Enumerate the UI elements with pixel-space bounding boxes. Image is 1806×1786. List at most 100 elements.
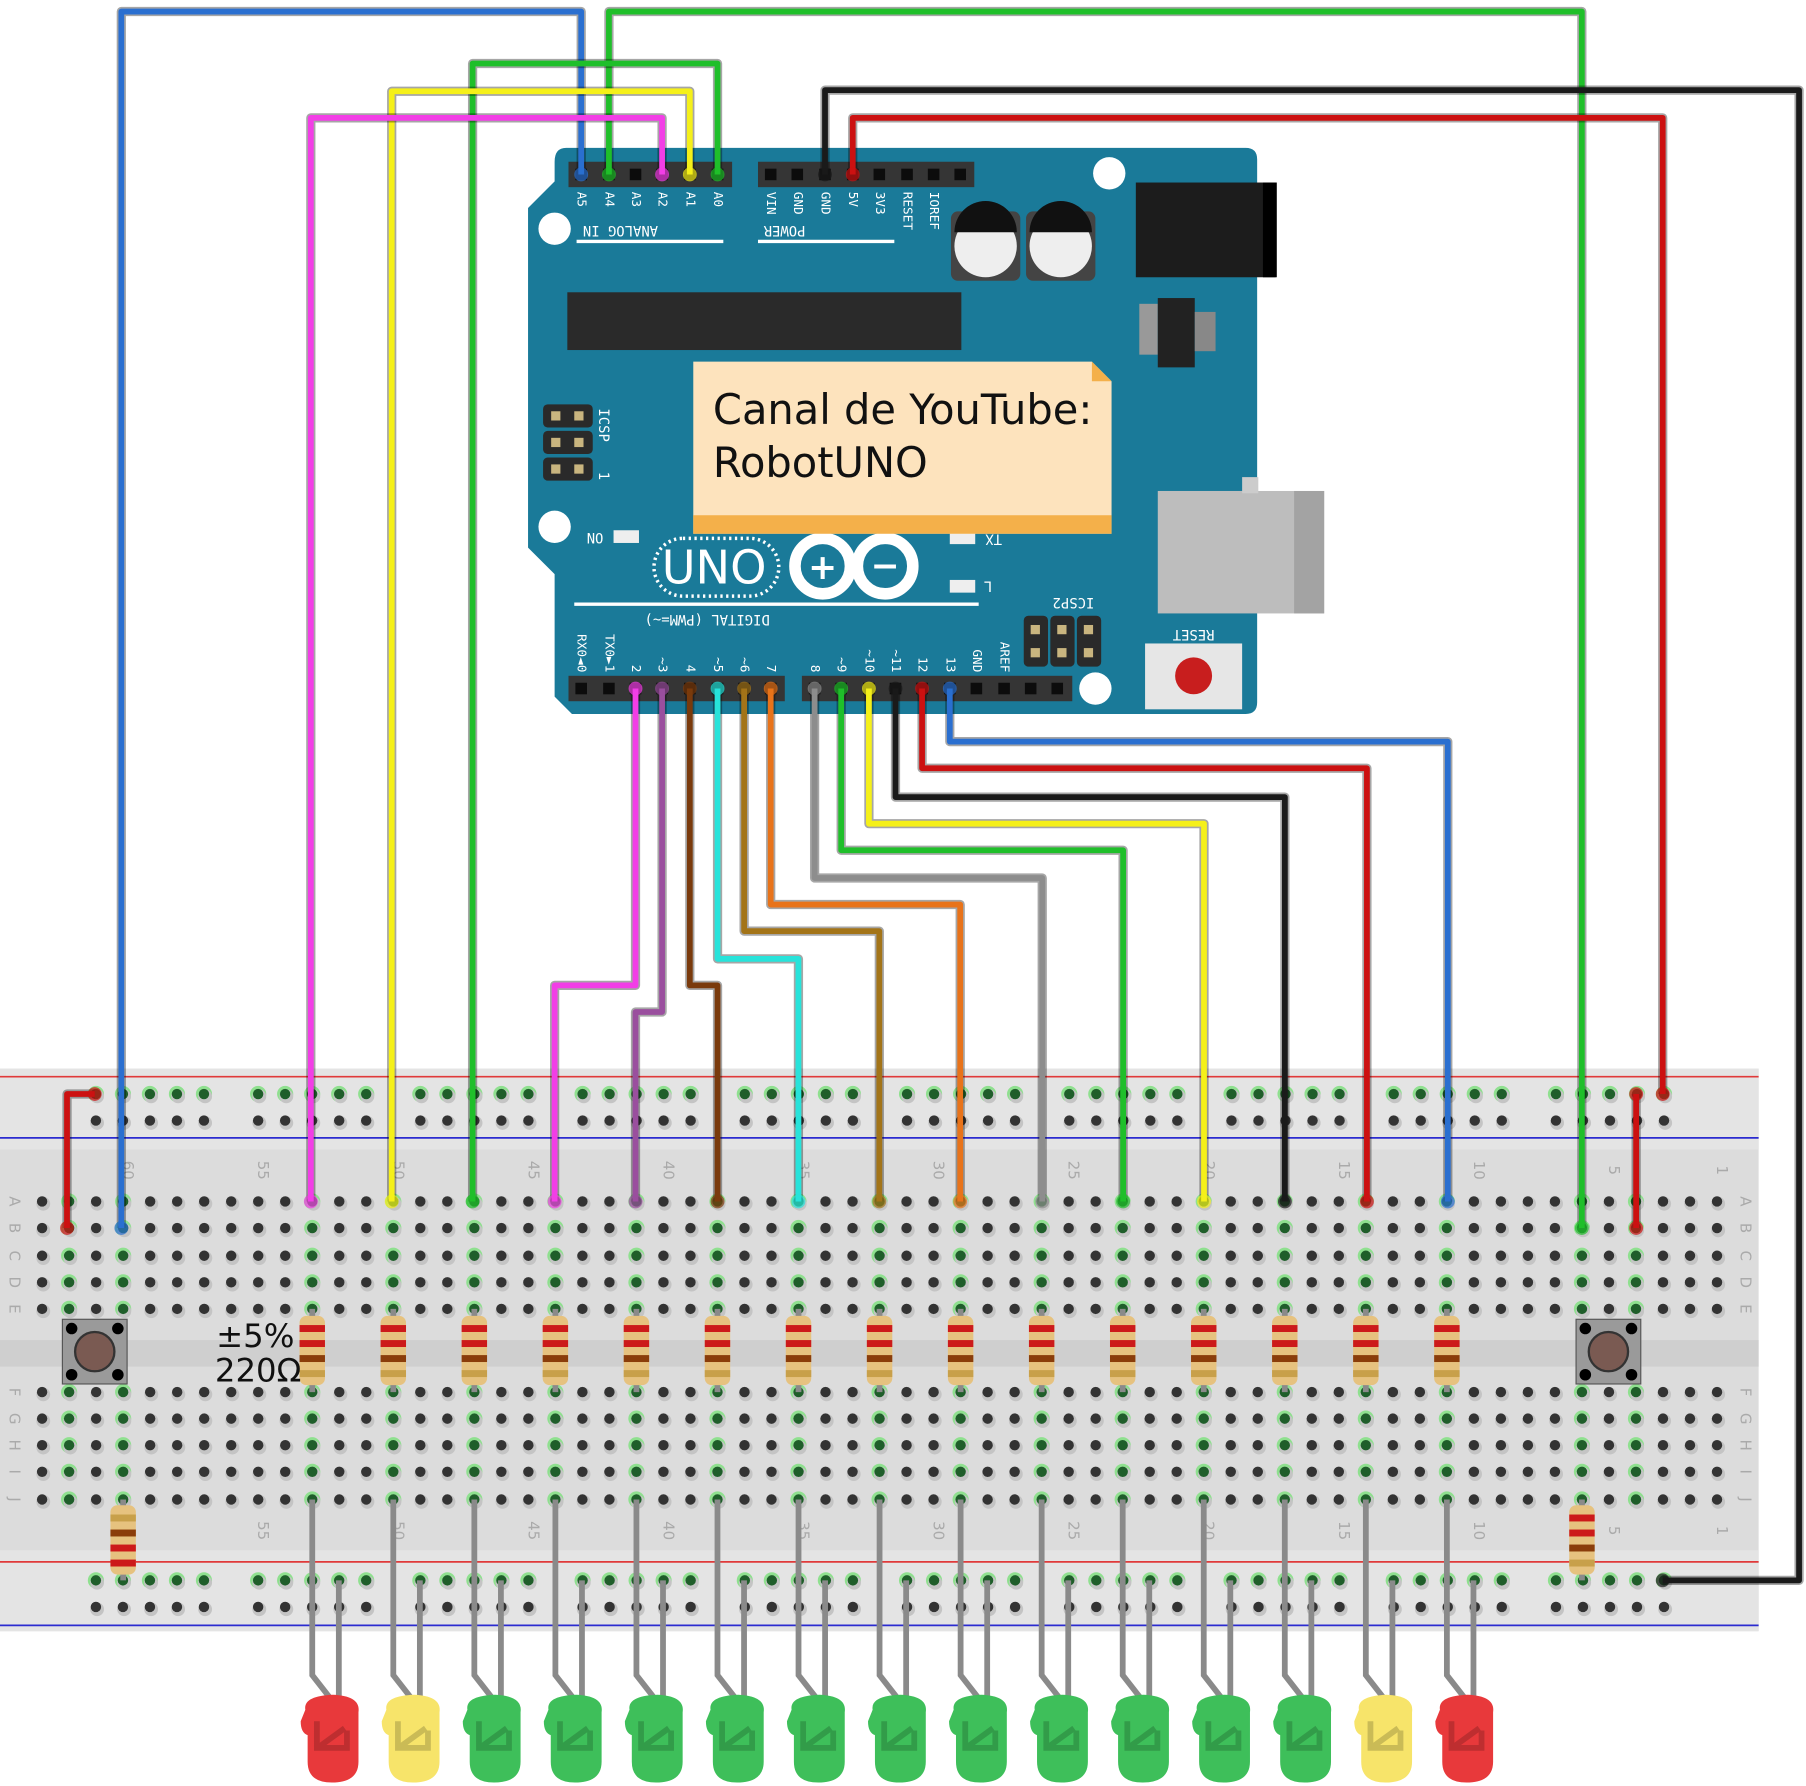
- breadboard-hole: [117, 1413, 129, 1424]
- rail-hole: [360, 1088, 372, 1100]
- breadboard-hole: [1603, 1250, 1615, 1261]
- breadboard-hole: [1063, 1386, 1074, 1398]
- breadboard-hole: [820, 1277, 831, 1288]
- resistor-band: [1028, 1340, 1055, 1348]
- breadboard-hole: [523, 1494, 534, 1505]
- breadboard-hole: [1630, 1277, 1642, 1288]
- breadboard-hole: [1279, 1413, 1290, 1424]
- pin-label: GND: [970, 649, 985, 672]
- rail-hole: [1604, 1601, 1616, 1613]
- breadboard-hole: [280, 1494, 291, 1505]
- resistor: [380, 1315, 407, 1386]
- breadboard-hole: [1657, 1196, 1669, 1207]
- breadboard-hole: [1387, 1413, 1399, 1424]
- breadboard-hole: [631, 1440, 642, 1451]
- column-number-label: 45: [524, 1161, 542, 1180]
- rail-hole: [604, 1115, 615, 1126]
- breadboard-hole: [1576, 1386, 1588, 1398]
- wire-end: [1440, 1194, 1455, 1209]
- icsp-pin: [551, 464, 561, 474]
- breadboard-hole: [1468, 1277, 1480, 1288]
- breadboard-hole: [253, 1222, 264, 1234]
- breadboard-hole: [1225, 1466, 1236, 1477]
- breadboard-hole: [1144, 1413, 1155, 1424]
- breadboard-hole: [604, 1466, 615, 1477]
- rail-hole: [1091, 1575, 1102, 1586]
- breadboard-hole: [171, 1222, 183, 1234]
- icsp-header: [543, 404, 593, 428]
- breadboard-hole: [1495, 1494, 1507, 1505]
- breadboard-hole: [604, 1222, 615, 1234]
- breadboard-hole: [1171, 1413, 1182, 1424]
- resistor-band: [299, 1340, 325, 1348]
- breadboard-hole: [658, 1303, 669, 1315]
- wire-end: [915, 681, 929, 696]
- breadboard-hole: [739, 1413, 750, 1424]
- pin-label: 12: [916, 657, 931, 672]
- breadboard-hole: [415, 1466, 426, 1477]
- breadboard-hole: [198, 1440, 210, 1451]
- led-die: [1124, 1721, 1161, 1751]
- resistor: [1353, 1315, 1379, 1386]
- resistor-band: [704, 1340, 731, 1348]
- breadboard-hole: [1495, 1277, 1507, 1288]
- breadboard-hole: [1171, 1440, 1182, 1451]
- breadboard-hole: [280, 1466, 291, 1477]
- breadboard-hole: [1603, 1303, 1615, 1315]
- breadboard-hole: [334, 1277, 345, 1288]
- breadboard-hole: [171, 1466, 183, 1477]
- wire-end: [737, 681, 752, 696]
- breadboard-hole: [415, 1303, 426, 1315]
- regulator-tab: [1194, 311, 1216, 352]
- resistor-band: [785, 1325, 812, 1332]
- wire-end: [861, 681, 876, 696]
- breadboard-hole: [442, 1494, 453, 1505]
- breadboard-hole: [442, 1413, 453, 1424]
- breadboard-hole: [1036, 1277, 1047, 1288]
- resistor-band: [461, 1325, 488, 1332]
- breadboard-hole: [226, 1494, 237, 1505]
- breadboard-hole: [307, 1277, 318, 1288]
- breadboard-hole: [442, 1196, 453, 1207]
- breadboard-hole: [1117, 1222, 1128, 1234]
- wire-end: [791, 1194, 806, 1209]
- breadboard-hole: [1036, 1250, 1047, 1261]
- breadboard-hole: [523, 1277, 534, 1288]
- breadboard-hole: [1549, 1303, 1561, 1315]
- resistor: [1272, 1315, 1298, 1386]
- resistor-band: [1569, 1559, 1595, 1567]
- resistor: [542, 1315, 569, 1386]
- breadboard-hole: [820, 1303, 831, 1315]
- breadboard-hole: [361, 1303, 372, 1315]
- breadboard-hole: [1036, 1222, 1047, 1234]
- header-pin: [927, 168, 940, 181]
- breadboard-hole: [631, 1277, 642, 1288]
- breadboard-hole: [1522, 1440, 1534, 1451]
- header-pin: [1024, 682, 1037, 695]
- pin-label: 4: [683, 665, 698, 673]
- breadboard-hole: [1090, 1386, 1101, 1398]
- rail-hole: [360, 1115, 372, 1126]
- pin-label: VIN: [764, 192, 779, 215]
- breadboard-hole: [739, 1196, 750, 1207]
- rail-hole: [90, 1115, 102, 1126]
- breadboard-hole: [928, 1303, 939, 1315]
- rail-hole: [198, 1115, 210, 1126]
- column-number-label: 40: [659, 1161, 677, 1180]
- breadboard-hole: [1603, 1277, 1615, 1288]
- rail-hole: [1658, 1115, 1670, 1126]
- breadboard-hole: [955, 1466, 966, 1477]
- icsp2-pin: [1083, 624, 1094, 635]
- wire-end: [1359, 1194, 1374, 1209]
- rail-hole: [1009, 1575, 1021, 1586]
- rail-hole: [1226, 1115, 1237, 1126]
- rail-hole: [360, 1575, 372, 1586]
- icsp2-pin: [1030, 624, 1040, 635]
- icsp2-header: [1050, 615, 1075, 667]
- rail-hole: [1469, 1115, 1480, 1126]
- breadboard-hole: [1063, 1277, 1074, 1288]
- breadboard-hole: [874, 1440, 885, 1451]
- rail-hole: [198, 1601, 210, 1613]
- breadboard-hole: [766, 1303, 777, 1315]
- resistor-band: [785, 1370, 812, 1378]
